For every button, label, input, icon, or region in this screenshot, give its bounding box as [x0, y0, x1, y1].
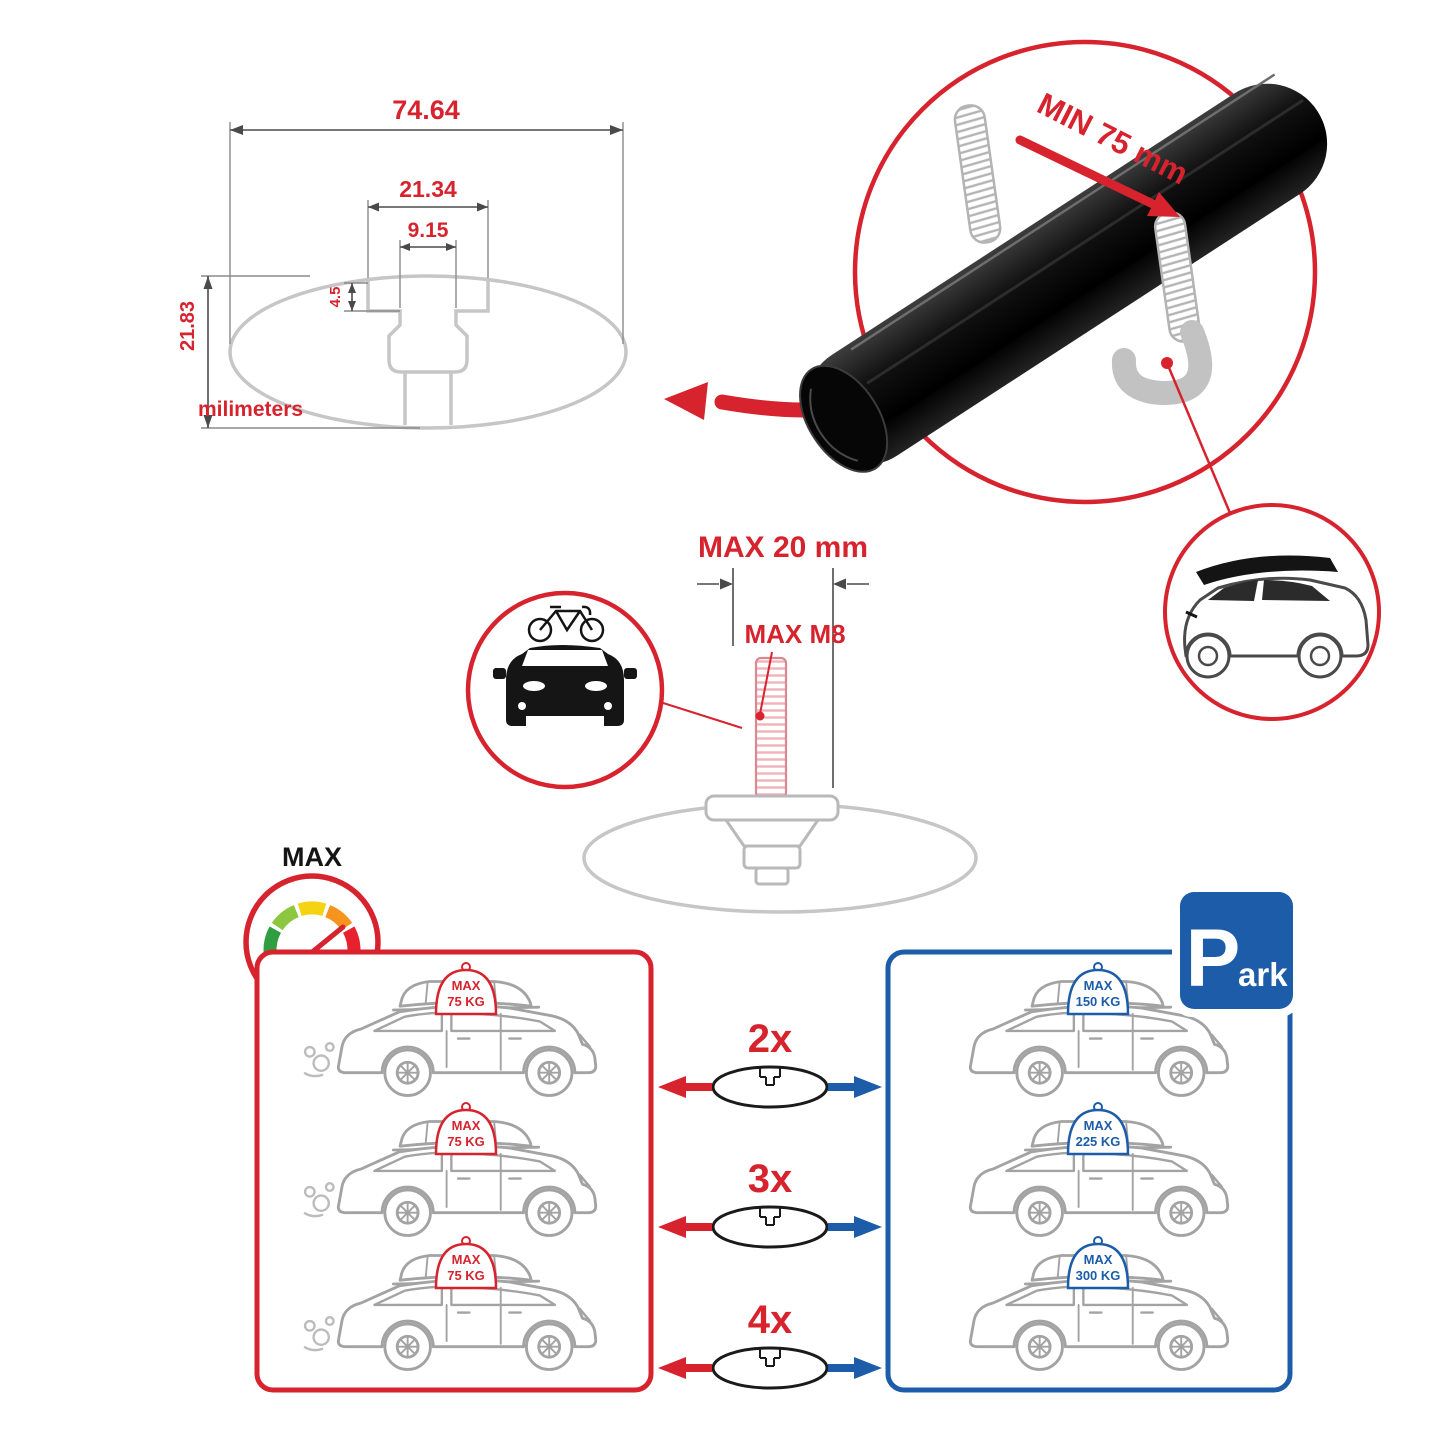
svg-text:MAX: MAX: [452, 1252, 481, 1267]
svg-text:300 KG: 300 KG: [1076, 1268, 1121, 1283]
speed-max-label: MAX: [282, 842, 342, 872]
parking-sign-suffix: ark: [1238, 956, 1288, 993]
multiplier-label: 3x: [748, 1157, 793, 1201]
capacity-panels: MAX 75 KG MAX 75 KG MAX 75 KG MAX 150 KG…: [254, 885, 1300, 1393]
channel-web-lines: [403, 372, 453, 425]
crossbar-end-icon: [711, 1065, 829, 1109]
parking-sign-board: [1180, 892, 1293, 1009]
crossbar-3d: [799, 73, 1328, 473]
crossbar-profile-outline: [228, 274, 628, 430]
dim-slot-depth-label: 4.5: [327, 287, 344, 308]
bolt-screw: [704, 656, 840, 886]
profile-dimension-diagram: 74.64 21.34 9.15 4.5 21.83 milimeters: [177, 95, 628, 430]
suv-roofbox-illustration: [1183, 555, 1370, 679]
dim-slot-width-label: 9.15: [408, 219, 449, 242]
roof-box-icon: [1196, 555, 1338, 585]
svg-text:MAX: MAX: [452, 978, 481, 993]
svg-text:MAX: MAX: [452, 1118, 481, 1133]
callout-line: [1165, 362, 1232, 514]
dim-channel-width-label: 21.34: [399, 176, 457, 202]
capacity-tag-right-2: MAX 225 KG: [1066, 1102, 1130, 1156]
u-bolt-bend: [1111, 320, 1213, 406]
svg-text:75 KG: 75 KG: [447, 1134, 485, 1149]
bolt-diagram: MAX 20 mm MAX M8: [465, 531, 978, 914]
capacity-tag-left-2: MAX 75 KG: [434, 1102, 498, 1156]
multiplier-label: 2x: [748, 1017, 793, 1061]
thread-leader-dot: [755, 711, 765, 721]
thread-leader-line: [759, 651, 773, 715]
channel-profile: [366, 280, 490, 374]
capacity-tag-left-1: MAX 75 KG: [434, 962, 498, 1016]
parking-sign: P ark: [1172, 885, 1300, 1017]
bike-car-circle: [465, 590, 743, 790]
units-label: milimeters: [198, 398, 303, 421]
capacity-tag-left-3: MAX 75 KG: [434, 1236, 498, 1290]
svg-text:150 KG: 150 KG: [1076, 994, 1121, 1009]
max-thread-label: MAX M8: [744, 619, 845, 649]
min-spacing-arrow: [1015, 135, 1160, 210]
multiplier-row-1: 2x: [658, 1017, 882, 1109]
dim-total-width-label: 74.64: [392, 95, 460, 125]
svg-text:MAX: MAX: [1084, 1252, 1113, 1267]
crossbar-end-icon: [711, 1346, 829, 1390]
multiplier-label: 4x: [748, 1298, 793, 1342]
capacity-tag-right-1: MAX 150 KG: [1066, 962, 1130, 1016]
svg-text:225 KG: 225 KG: [1076, 1134, 1121, 1149]
suv-roofbox-circle: [1163, 503, 1381, 721]
multiplier-row-2: 3x: [658, 1157, 882, 1249]
parking-sign-letter: P: [1186, 913, 1241, 1004]
bike-icon: [527, 605, 605, 643]
svg-text:75 KG: 75 KG: [447, 1268, 485, 1283]
car-front-icon: [493, 645, 637, 726]
svg-text:75 KG: 75 KG: [447, 994, 485, 1009]
circle-leader-line: [659, 701, 743, 729]
svg-text:MAX: MAX: [1084, 1118, 1113, 1133]
capacity-tag-right-3: MAX 300 KG: [1066, 1236, 1130, 1290]
svg-text:MAX: MAX: [1084, 978, 1113, 993]
crossbar-end-cap: [799, 364, 889, 473]
multiplier-row-3: 4x: [658, 1298, 882, 1390]
dim-total-height-label: 21.83: [177, 301, 199, 351]
bar-closeup: MIN 75 mm: [799, 39, 1328, 514]
max-length-label: MAX 20 mm: [698, 531, 868, 564]
u-bolt-rod-left: [953, 104, 1002, 244]
crossbar-end-icon: [711, 1205, 829, 1249]
